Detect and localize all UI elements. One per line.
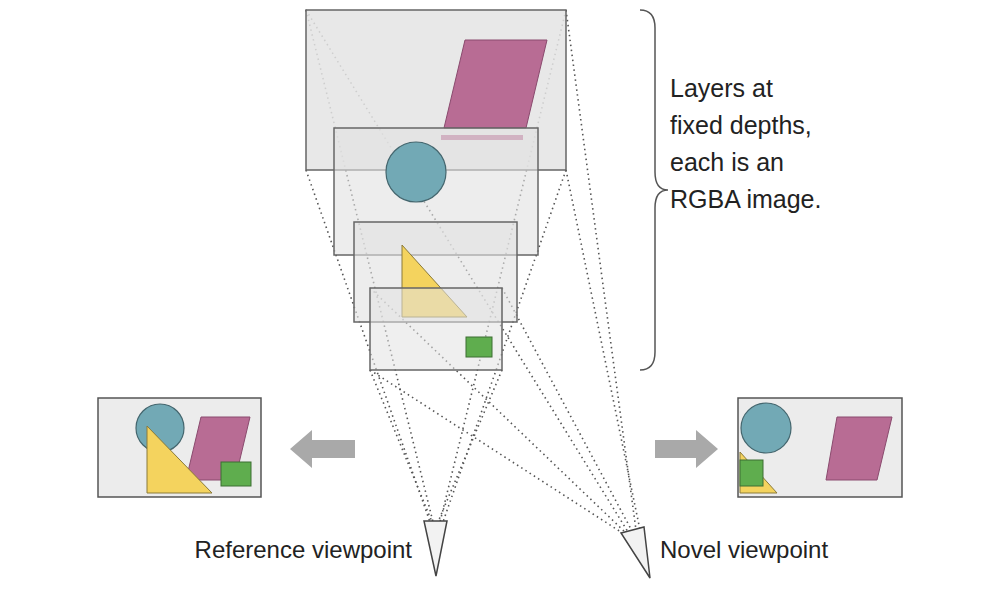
left-arrow [290,430,355,468]
viewpoint-label: Novel viewpoint [660,535,960,565]
layer-4 [370,288,502,370]
reference-render [98,398,261,497]
bracket [640,10,668,370]
novel-render [738,398,902,497]
reference-camera [424,521,447,576]
projection-rays [306,10,640,534]
bracket-label: Layers at fixed depths, each is an RGBA … [670,70,832,218]
novel-camera [621,527,650,578]
viewpoint-label: Reference viewpoint [120,535,412,565]
right-arrow [655,430,718,468]
